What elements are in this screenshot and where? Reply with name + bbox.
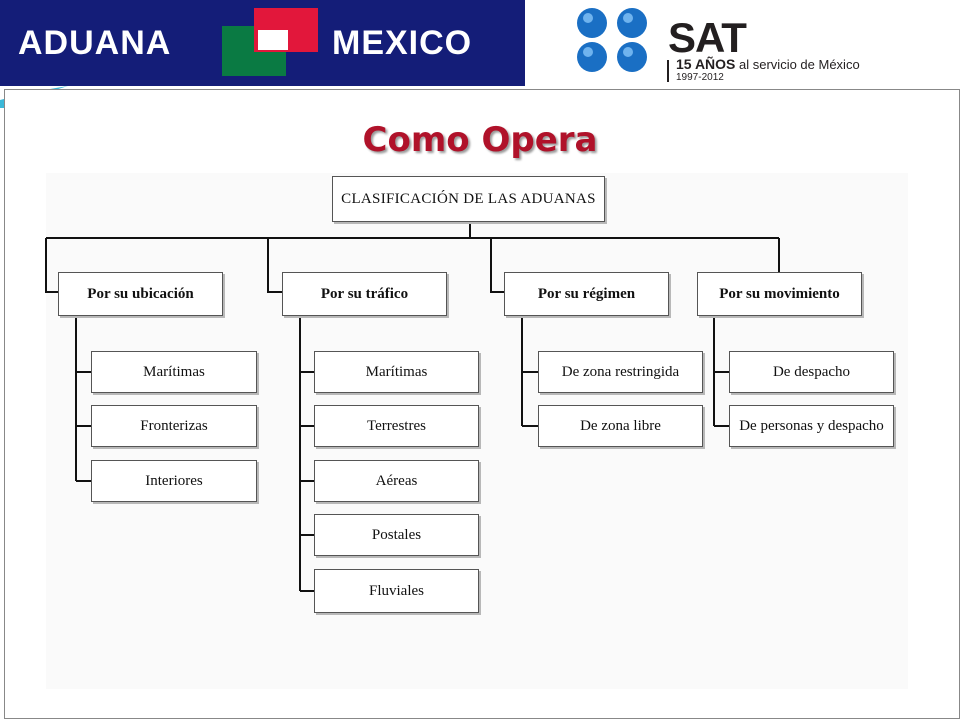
leaf-node: De zona restringida — [538, 351, 703, 393]
category-node-trafico: Por su tráfico — [282, 272, 447, 316]
sat-dots-icon — [577, 8, 647, 72]
leaf-node: Postales — [314, 514, 479, 556]
leaf-node: De despacho — [729, 351, 894, 393]
leaf-node: Interiores — [91, 460, 257, 502]
category-node-regimen: Por su régimen — [504, 272, 669, 316]
category-node-movimiento: Por su movimiento — [697, 272, 862, 316]
leaf-node: Marítimas — [314, 351, 479, 393]
leaf-node: Aéreas — [314, 460, 479, 502]
leaf-node: Fluviales — [314, 569, 479, 613]
category-node-ubicacion: Por su ubicación — [58, 272, 223, 316]
leaf-node: Terrestres — [314, 405, 479, 447]
leaf-node: De zona libre — [538, 405, 703, 447]
sat-anniversary: 15 AÑOS — [676, 56, 736, 72]
leaf-node: Fronterizas — [91, 405, 257, 447]
aduana-logo-word: ADUANA — [18, 24, 172, 62]
diagram-root-node: CLASIFICACIÓN DE LAS ADUANAS — [332, 176, 605, 222]
aduana-mexico-logo: ADUANA MEXICO — [0, 0, 525, 86]
sat-tagline: 15 AÑOS al servicio de México — [676, 56, 860, 72]
leaf-node: Marítimas — [91, 351, 257, 393]
leaf-node: De personas y despacho — [729, 405, 894, 447]
mexico-logo-word: MEXICO — [332, 24, 473, 62]
slide-title: Como Opera — [362, 120, 598, 160]
sat-logo-word: SAT — [668, 14, 747, 61]
sat-divider — [667, 60, 669, 82]
logo-white-block — [258, 30, 288, 50]
sat-tagline-text: al servicio de México — [739, 57, 860, 72]
sat-years: 1997-2012 — [676, 72, 724, 83]
